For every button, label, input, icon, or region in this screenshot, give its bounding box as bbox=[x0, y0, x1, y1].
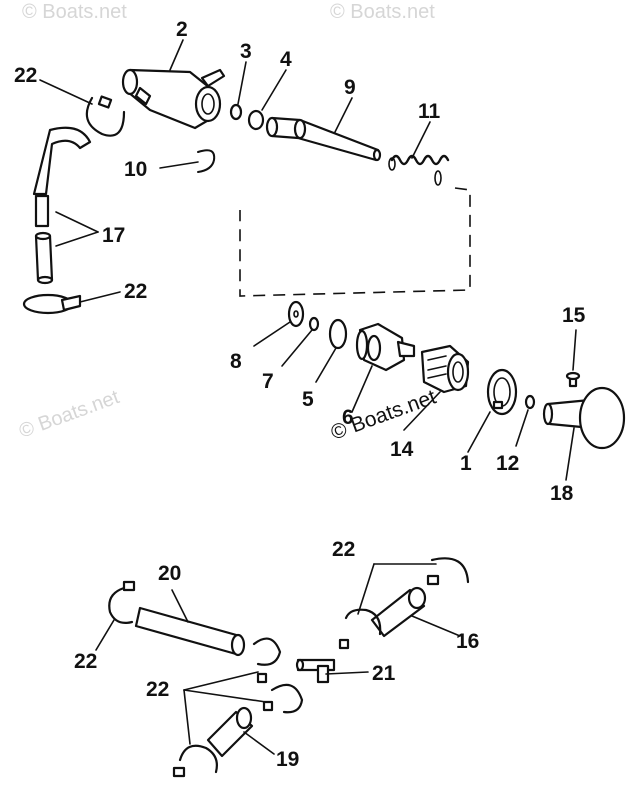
label-10: 10 bbox=[124, 158, 147, 181]
label-8: 8 bbox=[230, 350, 242, 373]
part-15-screw bbox=[565, 371, 581, 388]
label-20: 20 bbox=[158, 562, 181, 585]
leader-10 bbox=[159, 161, 199, 169]
label-22-bottom-left: 22 bbox=[74, 650, 97, 673]
part-22-clamp-top-right bbox=[426, 557, 470, 586]
leader-2 bbox=[169, 39, 184, 71]
label-2: 2 bbox=[176, 18, 188, 41]
leader-9 bbox=[334, 97, 353, 133]
label-22-mid-left: 22 bbox=[124, 280, 147, 303]
label-19: 19 bbox=[276, 748, 299, 771]
part-3-o-ring bbox=[229, 103, 243, 121]
leader-22-bottom-mid-c bbox=[183, 689, 191, 745]
label-18: 18 bbox=[550, 482, 574, 505]
part-6-fitting bbox=[355, 322, 416, 372]
leader-11 bbox=[411, 121, 431, 159]
leader-22-bottom-left bbox=[95, 619, 115, 651]
label-14: 14 bbox=[390, 438, 414, 461]
label-3: 3 bbox=[240, 40, 252, 63]
part-22-clamp-mid-right bbox=[338, 608, 382, 650]
label-22-bottom-top: 22 bbox=[332, 538, 355, 561]
leader-21 bbox=[325, 671, 369, 675]
leader-20 bbox=[171, 589, 189, 623]
watermark-top-right: © Boats.net bbox=[330, 1, 435, 23]
watermark-top-left: © Boats.net bbox=[22, 1, 127, 23]
part-22-clamp-lower-center bbox=[262, 683, 304, 714]
leader-15 bbox=[572, 329, 577, 371]
leader-17a bbox=[55, 211, 99, 233]
label-1: 1 bbox=[460, 452, 472, 475]
part-8-hole bbox=[293, 310, 299, 318]
leader-6 bbox=[351, 365, 373, 413]
part-18-knob bbox=[542, 386, 626, 450]
label-16: 16 bbox=[456, 630, 479, 653]
part-5-o-ring bbox=[328, 318, 348, 350]
part-21-tee-fitting bbox=[295, 658, 336, 684]
part-7-o-ring bbox=[308, 316, 320, 332]
part-17-hoses bbox=[32, 126, 92, 285]
label-17: 17 bbox=[102, 224, 125, 247]
part-22-clamp-mid-left bbox=[22, 293, 82, 315]
label-22-top-left: 22 bbox=[14, 64, 37, 87]
leader-22-bottom-mid-a bbox=[183, 671, 259, 691]
label-15: 15 bbox=[562, 304, 586, 327]
leader-1 bbox=[467, 411, 491, 453]
part-4-o-ring bbox=[247, 109, 265, 131]
label-22-bottom-mid: 22 bbox=[146, 678, 169, 701]
part-labels: 2 3 4 9 11 22 10 17 22 8 7 5 6 14 1 12 1… bbox=[14, 18, 586, 771]
part-22-clamp-center bbox=[252, 637, 282, 684]
leader-8 bbox=[253, 321, 291, 347]
label-5: 5 bbox=[302, 388, 314, 411]
leader-5 bbox=[315, 347, 337, 383]
label-21: 21 bbox=[372, 662, 396, 685]
leader-14 bbox=[403, 391, 441, 431]
leader-7 bbox=[281, 329, 313, 367]
alignment-dashed-line bbox=[239, 187, 471, 297]
label-6: 6 bbox=[342, 406, 354, 429]
leader-17b bbox=[55, 231, 99, 247]
label-9: 9 bbox=[344, 76, 356, 99]
leader-18 bbox=[565, 427, 575, 481]
leader-19 bbox=[243, 731, 275, 755]
part-9-shaft bbox=[265, 116, 382, 162]
watermark-left: © Boats.net bbox=[16, 386, 122, 443]
label-12: 12 bbox=[496, 452, 519, 475]
part-22-clamp-bottom-left bbox=[108, 580, 136, 624]
part-1-retainer bbox=[486, 368, 518, 416]
leader-4 bbox=[261, 69, 287, 111]
part-22-clamp-bottom bbox=[172, 744, 218, 778]
part-8-washer bbox=[287, 300, 305, 328]
part-2-housing bbox=[121, 68, 226, 130]
label-7: 7 bbox=[262, 370, 274, 393]
leader-16 bbox=[411, 615, 461, 637]
part-20-hose bbox=[134, 606, 246, 657]
leader-22-bottom-mid-b bbox=[183, 689, 267, 703]
part-22-clamp-top-left bbox=[85, 95, 126, 137]
label-11: 11 bbox=[418, 100, 441, 123]
leader-12 bbox=[515, 409, 529, 447]
part-10-clip bbox=[197, 149, 216, 173]
leader-22-bottom-top-b bbox=[357, 563, 375, 615]
part-14-collar bbox=[420, 344, 470, 394]
part-19-hose bbox=[206, 706, 254, 758]
leader-3 bbox=[237, 61, 247, 105]
part-12-o-ring bbox=[524, 394, 536, 410]
leader-22-top-left bbox=[39, 79, 93, 105]
leader-22-mid-left bbox=[79, 291, 121, 303]
label-4: 4 bbox=[280, 48, 292, 71]
part-11-spring bbox=[388, 154, 450, 186]
